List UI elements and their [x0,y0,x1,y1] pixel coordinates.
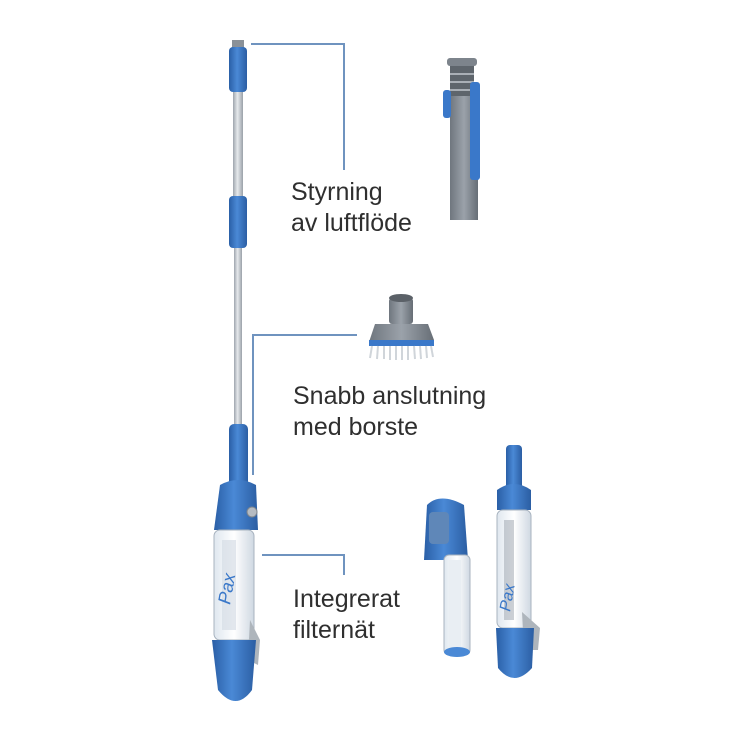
airflow-label-line1: Styrning [291,178,383,206]
brush-connection-label: Snabb anslutning med borste [293,381,486,443]
airflow-control-label: Styrning av luftflöde [291,177,412,239]
brush-head [369,294,434,360]
airflow-label-line2: av luftflöde [291,209,412,237]
brush-label-line2: med borste [293,413,419,441]
filter-cartridge [424,498,471,657]
filter-net-label: Integrerat filternät [293,584,400,646]
svg-text:Pax: Pax [497,582,519,613]
brush-label-line1: Snabb anslutning [293,382,487,410]
leader-lines [251,43,357,575]
filter-label-line1: Integrerat [293,585,401,613]
vacuum-stick: Pax [212,40,260,701]
filter-label-line2: filternät [293,616,375,644]
collection-chamber: Pax [496,445,540,678]
control-valve-detail [443,58,480,220]
